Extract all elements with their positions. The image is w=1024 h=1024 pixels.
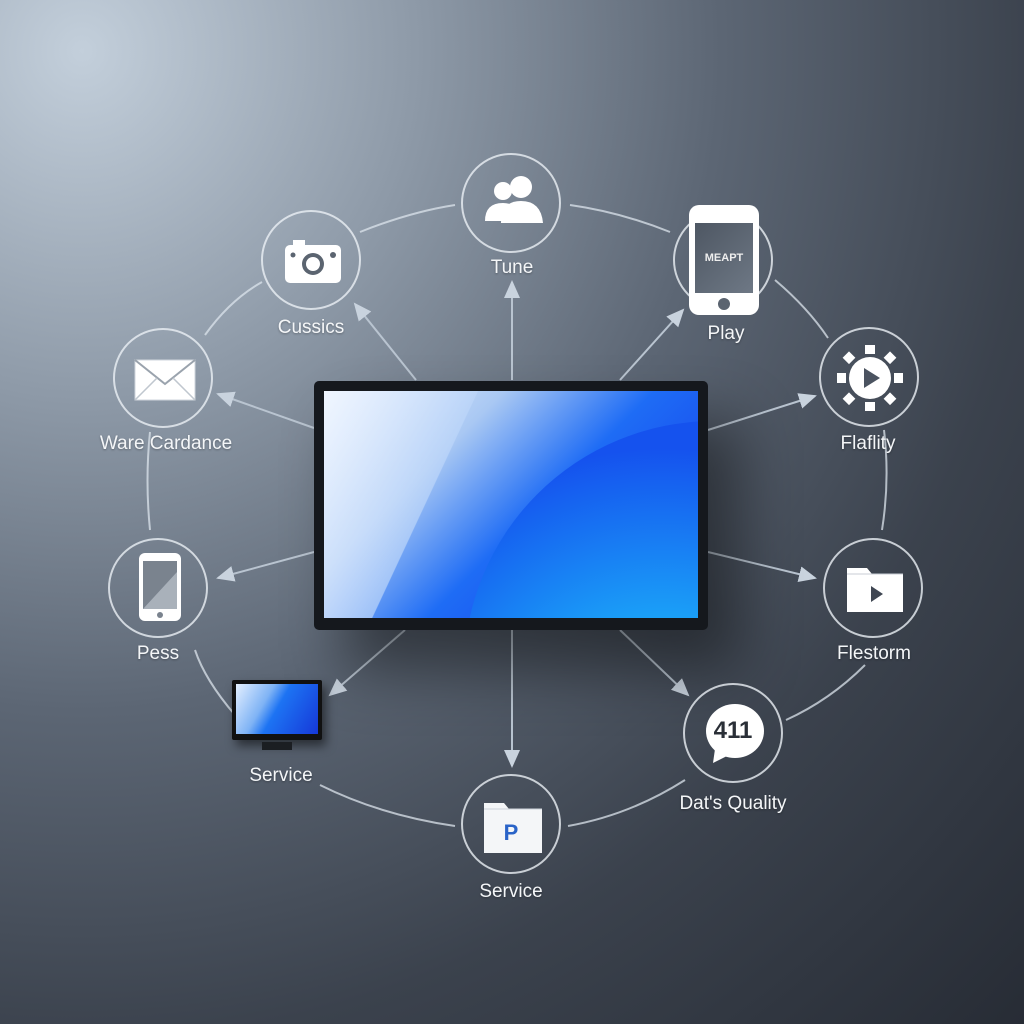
ring-segment: [881, 429, 888, 531]
phone-icon: [139, 553, 181, 621]
monitor-screen: [324, 391, 698, 618]
camera-icon: [285, 240, 341, 283]
arrow-to-quality: [619, 629, 690, 697]
ring-segment: [785, 664, 866, 721]
arrow-to-pess: [216, 551, 315, 582]
mail-icon: [134, 359, 196, 401]
folder-letter: P: [503, 820, 519, 845]
arrow-to-service1: [328, 629, 406, 697]
ring-segment: [204, 281, 263, 336]
node-tune[interactable]: [461, 153, 561, 253]
folder-icon: [484, 803, 542, 853]
arrow-to-cussics: [353, 302, 417, 381]
label-pess: Pess: [136, 643, 180, 664]
node-service[interactable]: P: [461, 774, 561, 874]
chat-bubble-icon: [706, 704, 764, 763]
ring-segment: [567, 779, 686, 827]
node-ware-cardance[interactable]: [113, 328, 213, 428]
arrow-to-play: [619, 308, 685, 381]
ring-segment: [194, 649, 236, 716]
label-tune: Tune: [490, 257, 534, 278]
node-cussics[interactable]: [261, 210, 361, 310]
label-dats-quality: Dat's Quality: [679, 793, 787, 814]
arrow-to-flaflity: [707, 393, 817, 431]
phone-screen-text: MEAPT: [704, 252, 744, 264]
ring-segment: [359, 204, 456, 233]
label-play: Play: [707, 323, 745, 344]
node-flestorm[interactable]: [823, 538, 923, 638]
node-pess[interactable]: [108, 538, 208, 638]
arrow-to-ware: [216, 391, 315, 429]
play-gear-icon: [837, 345, 903, 411]
badge-411: 411: [713, 717, 753, 744]
label-ware-cardance: Ware Cardance: [99, 433, 233, 454]
label-service: Service: [479, 881, 543, 902]
smartphone-icon[interactable]: MEAPT: [689, 205, 759, 315]
users-icon: [485, 176, 543, 223]
central-monitor: [314, 381, 708, 630]
ring-segment: [319, 784, 456, 827]
label-flestorm: Flestorm: [837, 643, 911, 664]
node-dats-quality[interactable]: 411: [683, 683, 783, 783]
label-service-monitor: Service: [249, 765, 313, 786]
ring-segment: [774, 279, 829, 339]
label-cussics: Cussics: [277, 317, 345, 338]
ring-segment: [569, 204, 671, 233]
ring-segment: [146, 431, 151, 531]
node-flaflity[interactable]: [819, 327, 919, 427]
label-flaflity: Flaflity: [840, 433, 896, 454]
monitor-icon[interactable]: [232, 680, 322, 750]
arrow-to-flestorm: [707, 551, 817, 582]
video-folder-icon: [847, 568, 903, 612]
